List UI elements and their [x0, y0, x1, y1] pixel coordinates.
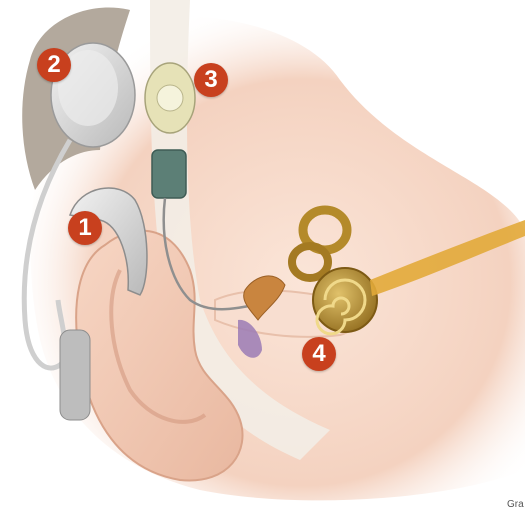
label-badge-4: 4 — [302, 337, 336, 371]
label-badge-3: 3 — [194, 63, 228, 97]
label-badge-2: 2 — [37, 48, 71, 82]
image-credit: Gra — [507, 499, 524, 510]
label-badge-1: 1 — [68, 211, 102, 245]
implant-magnet — [157, 85, 183, 111]
implant-stimulator — [152, 150, 186, 198]
processor-battery — [60, 330, 90, 420]
